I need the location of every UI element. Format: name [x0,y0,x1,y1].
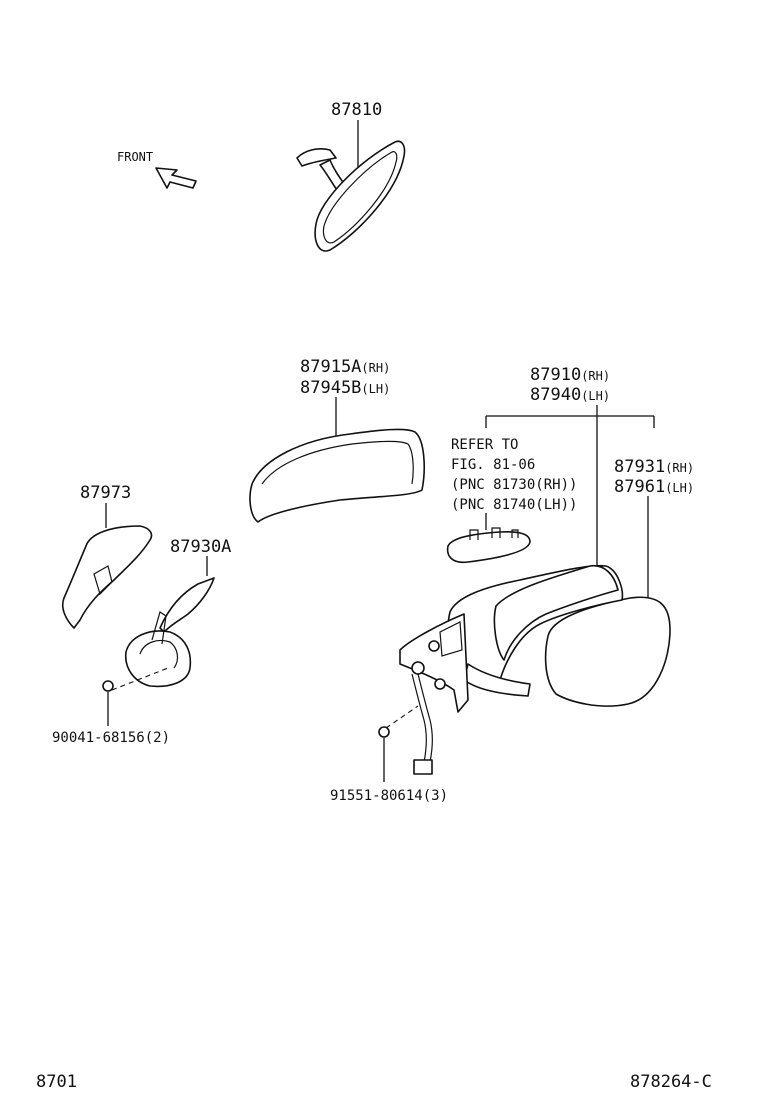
nut-part-number: 91551-80614(3) [330,788,448,804]
drawing-code: 878264-C [630,1072,712,1092]
nut-part: 91551-80614(3) [330,705,448,804]
outer-lh-number: 87940 [530,385,581,405]
screw-part: 90041-68156(2) [52,680,170,746]
inner-mirror-number: 87810 [331,100,382,120]
outer-mirror-body [399,564,624,775]
glass-rh-number: 87931 [614,457,665,477]
outer-rh-number: 87910 [530,365,581,385]
svg-text:87940(LH): 87940(LH) [530,385,610,405]
outer-lh-suffix: (LH) [581,389,610,403]
refer-note: REFER TO FIG. 81-06 (PNC 81730(RH)) (PNC… [446,437,577,564]
glass-lh-number: 87961 [614,477,665,497]
screw-part-number: 90041-68156(2) [52,730,170,746]
outer-mirror-label: 87910(RH) 87940(LH) [485,365,655,570]
inner-mirror-part: 87810 [296,100,406,252]
cover-rh-suffix: (RH) [361,361,390,375]
cover-rh-number: 87915A [300,357,361,377]
svg-text:87931(RH): 87931(RH) [614,457,694,477]
mirror-cover-part: 87915A(RH) 87945B(LH) [249,357,425,523]
cover-lh-suffix: (LH) [361,382,390,396]
svg-text:87915A(RH): 87915A(RH) [300,357,390,377]
cover-piece-part: 87973 [61,483,153,629]
page-code: 8701 [36,1072,77,1092]
refer-line-2: FIG. 81-06 [451,457,535,473]
refer-line-4: (PNC 81740(LH)) [451,497,577,513]
svg-text:87945B(LH): 87945B(LH) [300,378,390,398]
refer-line-3: (PNC 81730(RH)) [451,477,577,493]
front-indicator: FRONT [117,150,197,189]
front-arrow-icon [155,167,197,189]
bracket-number: 87930A [170,537,231,557]
svg-text:87961(LH): 87961(LH) [614,477,694,497]
mirror-glass-part: 87931(RH) 87961(LH) [544,457,694,707]
svg-text:87910(RH): 87910(RH) [530,365,610,385]
cover-piece-number: 87973 [80,483,131,503]
outer-rh-suffix: (RH) [581,369,610,383]
bracket-part: 87930A [111,537,231,691]
refer-line-1: REFER TO [451,437,518,453]
glass-rh-suffix: (RH) [665,461,694,475]
glass-lh-suffix: (LH) [665,481,694,495]
front-label: FRONT [117,150,153,164]
cover-lh-number: 87945B [300,378,361,398]
